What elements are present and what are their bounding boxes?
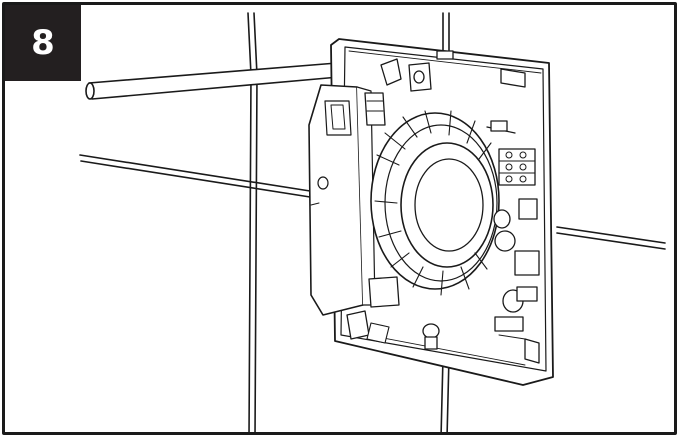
circuit-board bbox=[486, 120, 540, 340]
screwdriver-shaft bbox=[85, 62, 340, 100]
fan-impeller bbox=[370, 110, 500, 296]
top-clips bbox=[364, 50, 526, 126]
step-number-label: 8 bbox=[31, 23, 55, 63]
side-housing bbox=[308, 84, 376, 316]
fan-installation-illustration bbox=[79, 12, 666, 432]
wall-tiles bbox=[79, 12, 666, 432]
illustration-frame: 8 bbox=[2, 2, 677, 435]
step-number-badge: 8 bbox=[5, 5, 81, 81]
bottom-fixings bbox=[346, 276, 540, 364]
